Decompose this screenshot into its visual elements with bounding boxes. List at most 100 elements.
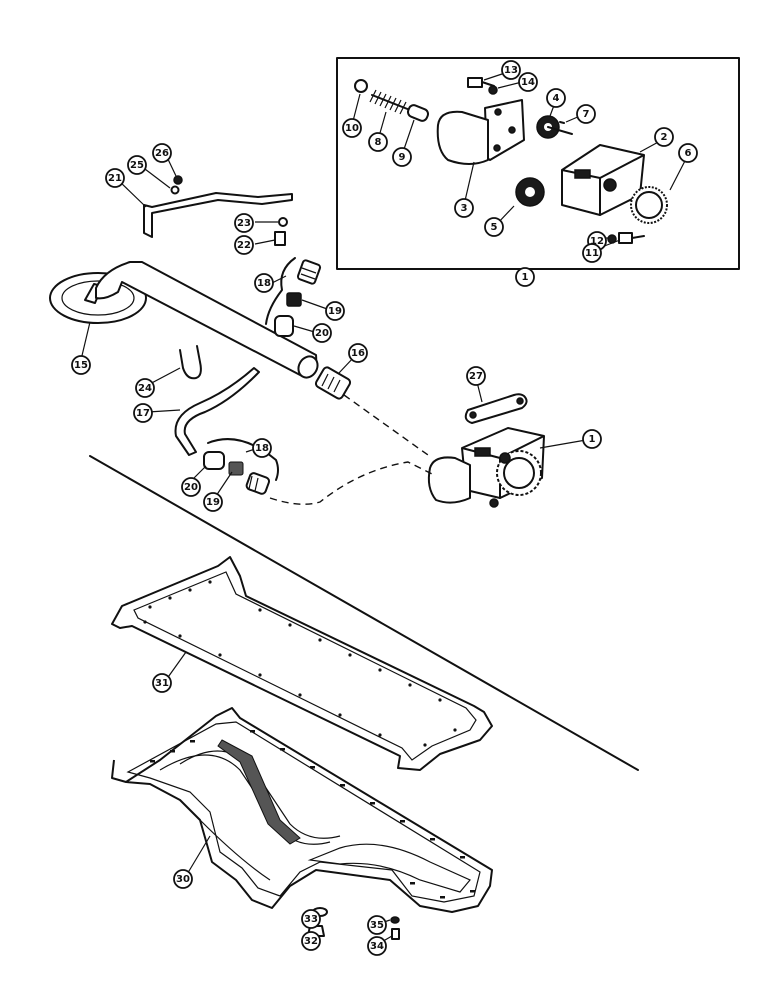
callout-17: 17 [133, 403, 153, 423]
callout-circle [518, 72, 538, 92]
callout-circle [127, 155, 147, 175]
part-1-oil-pump-assembly [427, 427, 545, 508]
callout-number: 18 [257, 278, 271, 289]
callout-circle [152, 143, 172, 163]
callout-30: 30 [173, 869, 193, 889]
callout-circle [576, 104, 596, 124]
callout-number: 19 [328, 306, 342, 317]
callout-23: 23 [234, 213, 254, 233]
part-18-top-connector-fitting [296, 259, 322, 285]
part-25-washer [170, 185, 180, 195]
pan-bolt-holes [150, 730, 475, 899]
part-11-bolt [618, 232, 645, 244]
part-27-plate [464, 393, 528, 424]
callout-number: 12 [590, 236, 604, 247]
callout-1: 1 [515, 267, 535, 287]
callout-circle [312, 323, 332, 343]
callout-circle [203, 492, 223, 512]
callout-7: 7 [576, 104, 596, 124]
part-5-gear [515, 177, 545, 207]
part-10-ball [354, 79, 368, 93]
callout-24: 24 [135, 378, 155, 398]
callout-16: 16 [348, 343, 368, 363]
callout-circle [254, 273, 274, 293]
callout-number: 5 [491, 222, 498, 233]
callout-number: 7 [583, 109, 590, 120]
part-20-bottom-sleeve [203, 451, 225, 470]
callout-circle [152, 673, 172, 693]
callout-circle [135, 378, 155, 398]
callout-circle [234, 235, 254, 255]
callout-4: 4 [546, 88, 566, 108]
callout-circle [392, 147, 412, 167]
callout-circle [654, 127, 674, 147]
section-divider-line [89, 455, 639, 771]
callout-15: 15 [71, 355, 91, 375]
callout-number: 30 [176, 874, 190, 885]
callout-number: 20 [315, 328, 329, 339]
callout-number: 4 [553, 93, 560, 104]
callout-circle [234, 213, 254, 233]
callout-31: 31 [152, 673, 172, 693]
part-35-washer [390, 916, 400, 924]
callout-number: 6 [685, 148, 692, 159]
part-24-u-bolt [179, 345, 202, 380]
callout-circle [501, 60, 521, 80]
callout-circle [342, 118, 362, 138]
callout-circle [301, 931, 321, 951]
callout-27: 27 [466, 366, 486, 386]
callout-number: 15 [74, 360, 88, 371]
callout-circle [454, 198, 474, 218]
part-18-top-bracket [265, 257, 296, 325]
callout-circle [133, 403, 153, 423]
callout-18: 18 [254, 273, 274, 293]
callout-circle [582, 429, 602, 449]
part-14-washer [488, 85, 498, 95]
callout-number: 11 [585, 248, 599, 259]
callout-number: 35 [370, 920, 384, 931]
gasket-bolt-holes [143, 580, 457, 747]
callout-19: 19 [325, 301, 345, 321]
callout-number: 26 [155, 148, 169, 159]
callout-14: 14 [518, 72, 538, 92]
part-16-fitting [314, 366, 352, 400]
callout-circle [546, 88, 566, 108]
callout-3: 3 [454, 198, 474, 218]
callout-number: 23 [237, 218, 251, 229]
callout-circle [301, 909, 321, 929]
part-31-gasket [111, 556, 493, 771]
part-3-pump-cover [436, 99, 525, 165]
callout-number: 34 [370, 941, 384, 952]
callout-20: 20 [312, 323, 332, 343]
part-8-spring [369, 89, 411, 115]
part-13-bolt [467, 77, 495, 88]
callout-8: 8 [368, 132, 388, 152]
part-22-bolt [274, 231, 286, 246]
connector-dash-lower [269, 461, 433, 505]
callout-26: 26 [152, 143, 172, 163]
callout-number: 17 [136, 408, 150, 419]
callout-circle [368, 132, 388, 152]
callout-19: 19 [203, 492, 223, 512]
part-9-plunger [406, 104, 430, 122]
part-21-bracket [143, 192, 293, 238]
callout-circle [105, 168, 125, 188]
callout-number: 14 [521, 77, 535, 88]
connector-dash-upper [343, 394, 429, 456]
callout-circle [181, 477, 201, 497]
callout-33: 33 [301, 909, 321, 929]
callout-circle [582, 243, 602, 263]
part-17-tube [174, 367, 260, 456]
callout-number: 2 [661, 132, 668, 143]
callout-circle [252, 438, 272, 458]
callout-circle [348, 343, 368, 363]
callout-number: 31 [155, 678, 169, 689]
callout-32: 32 [301, 931, 321, 951]
callout-number: 1 [589, 434, 596, 445]
callout-number: 18 [255, 443, 269, 454]
callout-9: 9 [392, 147, 412, 167]
callout-circle [173, 869, 193, 889]
part-34-screw [391, 928, 400, 940]
